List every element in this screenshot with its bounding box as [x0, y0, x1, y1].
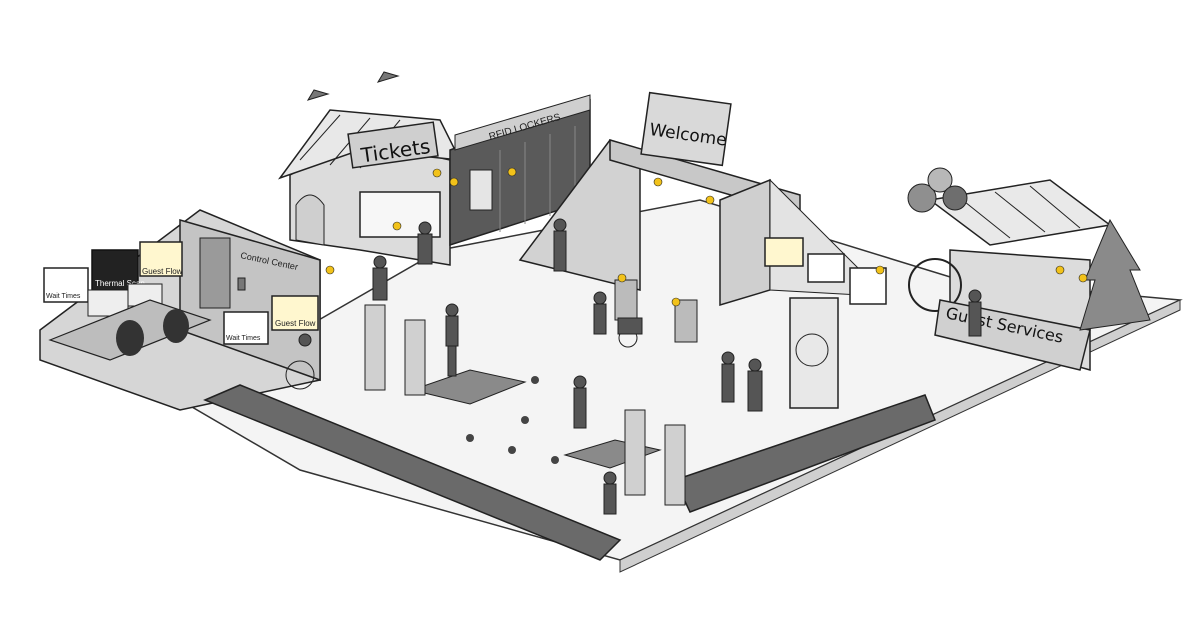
person [573, 375, 587, 429]
tree [1079, 218, 1151, 331]
turnstiles [614, 279, 698, 343]
flag-icon [306, 89, 330, 101]
person [968, 289, 982, 337]
person [721, 351, 735, 403]
park-map-sign [789, 297, 839, 409]
thermal-scan-monitor [91, 249, 139, 291]
balloon-icon [942, 185, 968, 211]
flag-icon [376, 71, 400, 83]
visitors [285, 218, 982, 515]
queue-stanchions [466, 376, 559, 464]
rfid-lockers: RFID LOCKERS [449, 94, 591, 247]
wait-times-label-left: Wait Times [46, 293, 81, 300]
guest-flow-monitor-left [139, 241, 183, 277]
person [603, 471, 617, 515]
balloon-icon [907, 183, 937, 213]
person [372, 255, 388, 301]
person-wheelchair [285, 333, 315, 390]
cart-wheel [908, 258, 962, 312]
hedge-front-left [203, 384, 622, 561]
metal-detector-gates [364, 304, 686, 506]
person [593, 291, 607, 335]
ground-edge-right [619, 299, 1181, 573]
monitor-pair-front: Wait Times Guest Flow [223, 295, 319, 345]
operator-chair-1 [116, 320, 144, 356]
person [747, 358, 763, 412]
tickets-sign-board [347, 121, 439, 169]
welcome-sign-board [640, 91, 732, 167]
balloon-icon [927, 167, 953, 193]
person [553, 218, 567, 272]
ticket-booth-arch [295, 194, 325, 246]
operator-chair-2 [163, 309, 189, 343]
locker-kiosk [469, 169, 493, 211]
sensor-markers [325, 167, 1088, 307]
monitor-wall-left: Thermal Scan Guest Flow Wait Times [43, 241, 183, 317]
thermal-scan-label: Thermal Scan [95, 279, 145, 288]
wait-times-label-front: Wait Times [226, 335, 261, 342]
person [417, 221, 433, 265]
operator-desk [48, 299, 212, 361]
ticket-booth: Tickets [277, 71, 462, 266]
guest-flow-label-left: Guest Flow [142, 267, 183, 276]
stroller [617, 317, 643, 348]
guest-flow-label-front: Guest Flow [275, 319, 316, 328]
control-center-door [199, 237, 231, 309]
guest-services-kiosk: Guest Services [907, 167, 1151, 371]
person [445, 303, 459, 377]
